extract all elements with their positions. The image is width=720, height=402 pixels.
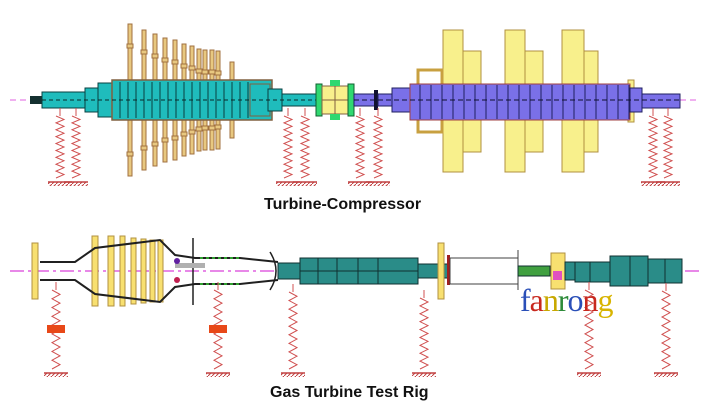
bearing-spring: [64, 108, 88, 186]
bearing-spring: [276, 108, 300, 186]
watermark-letter: f: [520, 282, 531, 318]
watermark-letter: r: [557, 282, 569, 318]
damper: [47, 325, 65, 333]
bearing-spring: [412, 290, 436, 377]
bearing-spring: [206, 282, 230, 377]
gas-turbine-test-rig-diagram: [10, 235, 700, 377]
bearing-springs-bottom: [44, 282, 678, 377]
rig-blade: [140, 238, 147, 304]
rig-blade: [149, 239, 156, 303]
bearing-spring: [281, 284, 305, 377]
watermark-letter: g: [597, 282, 614, 318]
bearing-spring: [366, 108, 390, 186]
watermark-letter: n: [582, 282, 599, 318]
caption-gas-turbine-test-rig: Gas Turbine Test Rig: [270, 384, 429, 401]
caption-turbine-compressor: Turbine-Compressor: [264, 196, 422, 213]
fanrong-watermark: fanrong: [520, 282, 614, 319]
bearing-spring: [577, 282, 601, 377]
coupling: [315, 80, 355, 120]
rig-blade: [119, 235, 126, 307]
watermark-letter: a: [529, 282, 544, 318]
compressor-shaft: [30, 79, 318, 121]
turbine-shaft: [353, 83, 681, 121]
bearing-spring: [293, 108, 317, 186]
rig-blade: [130, 237, 137, 305]
watermark-letter: n: [542, 282, 559, 318]
bearing-spring: [641, 108, 665, 186]
bearing-spring: [656, 108, 680, 186]
damper: [209, 325, 227, 333]
bearing-spring: [348, 108, 372, 186]
bearing-springs-top: [48, 108, 680, 186]
turbine-compressor-diagram: [10, 23, 700, 186]
bearing-spring: [48, 108, 72, 186]
watermark-letter: o: [567, 282, 584, 318]
rig-blade: [91, 235, 99, 307]
gas-turbine-engine: [31, 235, 279, 307]
test-rig-shaft: [277, 242, 683, 300]
rig-blade: [157, 239, 164, 303]
rig-blade: [107, 235, 115, 307]
bearing-spring: [654, 283, 678, 377]
bearing-spring: [44, 282, 68, 377]
